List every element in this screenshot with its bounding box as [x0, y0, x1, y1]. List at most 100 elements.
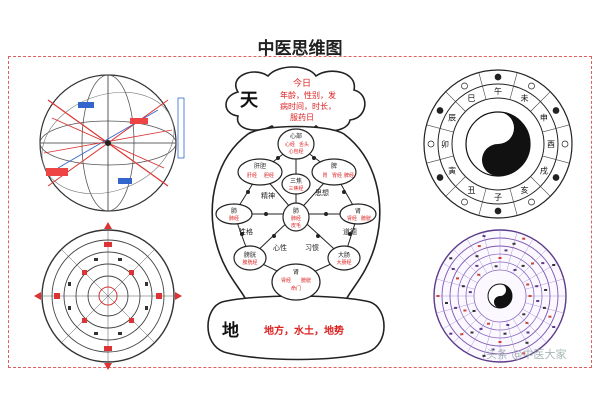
node-center-name: 肺 — [293, 208, 299, 215]
compass-tick — [475, 264, 479, 267]
label-xinxing: 心性 — [273, 243, 287, 252]
taiji-ring-divider — [509, 188, 518, 216]
compass-tick — [522, 237, 526, 240]
taiji-outer-marker — [552, 107, 560, 114]
compass-tick — [503, 332, 507, 335]
node-center-sub2: 皮毛 — [291, 222, 301, 229]
node-heart-sub2: 舌头 — [299, 141, 309, 148]
taiji-ring-label: 未 — [521, 93, 529, 103]
organ-relation-diagram: 天 今日 年龄，性别，发 病时间，时长， 服药日 心部 心经 舌头 心包经 肝胆… — [207, 66, 385, 361]
node-bladder-sub1: 膀胱经 — [242, 259, 257, 266]
taiji-outer-marker — [461, 198, 468, 206]
compass-tick — [470, 331, 474, 334]
taiji-ring-divider — [445, 176, 466, 197]
compass-spoke — [436, 278, 475, 290]
compass-tick — [449, 332, 453, 335]
taiji-ring-divider — [426, 155, 454, 164]
compass-yin-yang — [487, 283, 513, 309]
node-spleen-sub3: 脾经 — [344, 172, 354, 179]
node-liver-sub2: 胆经 — [264, 172, 274, 179]
compass-tick — [472, 310, 476, 312]
heaven-line-2: 年龄，性别，发 — [280, 90, 336, 100]
taiji-ring-divider — [478, 188, 487, 216]
taiji-outer-marker — [552, 174, 560, 181]
compass-spoke — [522, 262, 558, 284]
yin-yang-symbol — [465, 111, 531, 177]
taiji-outer-marker — [528, 82, 535, 90]
taiji-ring-label: 酉 — [547, 140, 555, 149]
node-spleen-name: 脾 — [331, 162, 337, 170]
node-spleen-sub1: 胃 — [322, 173, 327, 179]
compass-tick — [460, 333, 464, 336]
compass-tick — [522, 352, 526, 355]
taiji-ring-label: 亥 — [521, 185, 529, 195]
compass-tick — [491, 348, 495, 351]
heaven-line-3: 病时间，时长， — [280, 101, 336, 111]
compass-tick — [445, 302, 448, 304]
compass-tick — [461, 285, 465, 288]
compass-spoke — [506, 232, 518, 271]
taiji-outer-marker — [436, 107, 444, 114]
taiji-ring-divider — [445, 91, 466, 112]
taiji-ring-label: 寅 — [448, 166, 456, 176]
node-lung-name: 肺 — [231, 208, 237, 215]
node-heart-sub3: 心包经 — [288, 148, 303, 155]
taiji-outer-marker — [427, 140, 435, 148]
earth-char: 地 — [222, 320, 239, 341]
taiji-outer-marker — [436, 174, 444, 181]
compass-spoke — [482, 232, 494, 271]
heaven-line-4: 服药日 — [290, 112, 314, 122]
compass-spoke — [512, 318, 534, 354]
compass-tick — [482, 354, 486, 357]
taiji-ring-label: 戌 — [540, 166, 548, 176]
page-title: 中医思维图 — [257, 39, 343, 59]
compass-tick — [512, 242, 516, 245]
node-heart-sub1: 心经 — [285, 141, 295, 148]
node-large-sub1: 大肠经 — [336, 259, 351, 266]
compass-spoke — [506, 321, 518, 360]
node-heart-name: 心部 — [290, 132, 302, 140]
node-spleen-sub2: 胃经 — [332, 172, 342, 179]
taiji-ring-label: 午 — [494, 86, 502, 96]
node-kidney-name: 肾 — [355, 207, 361, 215]
compass-tick — [521, 264, 525, 267]
label-jingshen: 精神 — [261, 191, 275, 200]
compass-spoke — [453, 249, 482, 278]
compass-tick — [504, 249, 508, 252]
compass-tick — [494, 265, 498, 268]
compass-tick — [526, 331, 530, 334]
compass-tick — [548, 315, 552, 318]
earth-text: 地方，水土，地势 — [264, 324, 344, 337]
node-kidney-sub1: 肾经 — [347, 215, 357, 222]
taiji-ring-divider — [478, 72, 487, 100]
taiji-outer-marker — [528, 198, 535, 206]
compass-tick — [541, 262, 545, 265]
diagram-frame — [8, 56, 592, 368]
heaven-line-1: 今日 — [293, 77, 311, 89]
taiji-ring-divider — [426, 124, 454, 133]
compass-spoke — [442, 262, 478, 284]
concentric-ring-chart-left — [34, 222, 182, 370]
compass-tick — [506, 324, 510, 326]
compass-tick — [451, 268, 455, 270]
compass-tick — [552, 326, 556, 328]
taiji-ring-divider — [542, 155, 570, 164]
compass-spoke — [512, 238, 534, 274]
node-kidney-sub2: 膀胱 — [361, 215, 371, 222]
compass-tick — [454, 306, 458, 309]
compass-tick — [522, 313, 526, 316]
compass-tick — [525, 321, 529, 324]
node-stomach-name: 肾 — [293, 268, 299, 276]
compass-spoke — [453, 314, 482, 343]
compass-tick — [498, 341, 502, 343]
compass-tick — [436, 295, 440, 297]
taiji-ring-divider — [509, 72, 518, 100]
compass-tick — [526, 283, 530, 286]
compass-spoke — [522, 308, 558, 330]
heaven-char: 天 — [240, 90, 259, 111]
compass-spoke — [466, 318, 488, 354]
taiji-ring-label: 辰 — [448, 114, 456, 123]
taiji-outer-marker — [494, 73, 502, 81]
compass-spoke — [442, 308, 478, 330]
